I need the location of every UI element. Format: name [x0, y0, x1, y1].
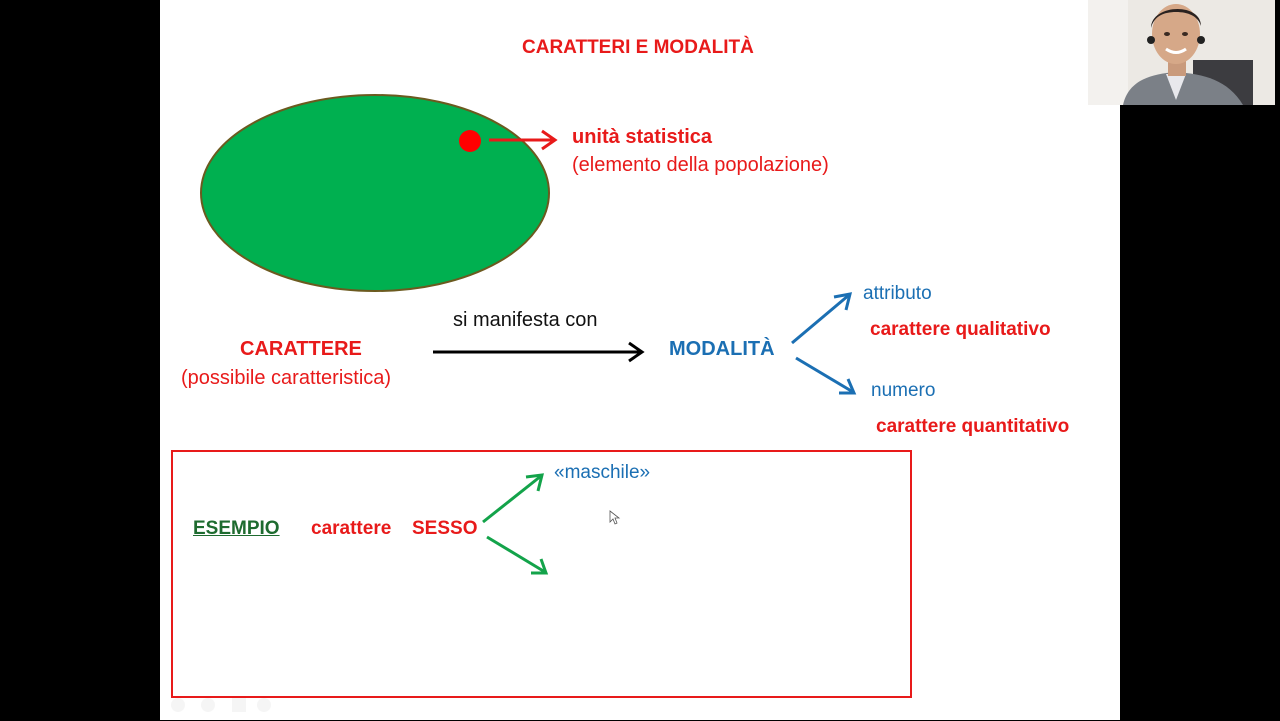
example-maschile: «maschile» — [554, 462, 651, 483]
unit-label-title: unità statistica — [572, 126, 713, 148]
example-sesso: SESSO — [412, 518, 478, 539]
example-label: ESEMPIO — [193, 518, 280, 539]
slide-title: CARATTERI E MODALITÀ — [522, 37, 754, 58]
slideshow-toolbar[interactable] — [168, 694, 278, 716]
diagram-graphics — [200, 94, 857, 575]
carattere-title: CARATTERE — [240, 338, 362, 360]
branch-quantitativo: carattere quantitativo — [876, 416, 1070, 437]
unit-arrow — [489, 129, 558, 151]
arrow-label: si manifesta con — [453, 309, 598, 331]
slide: CARATTERI E MODALITÀ — [160, 0, 1120, 720]
presenter-video-icon — [1088, 0, 1275, 105]
manifest-arrow — [433, 341, 645, 363]
modalita-label: MODALITÀ — [669, 338, 775, 360]
branch-numero: numero — [871, 380, 936, 401]
example-carattere: carattere — [311, 518, 392, 539]
population-ellipse — [200, 94, 550, 292]
mouse-cursor-icon — [609, 510, 621, 525]
branch-attributo: attributo — [863, 283, 932, 304]
branch-arrow-up — [791, 292, 853, 345]
example-arrow-down — [486, 535, 549, 575]
presenter-webcam — [1088, 0, 1275, 105]
example-arrow-up — [482, 473, 544, 524]
carattere-subtitle: (possibile caratteristica) — [181, 367, 392, 389]
example-box — [171, 450, 912, 698]
branch-qualitativo: carattere qualitativo — [870, 319, 1051, 340]
statistical-unit-dot — [459, 130, 481, 152]
unit-label-subtitle: (elemento della popolazione) — [572, 154, 829, 176]
branch-arrow-down — [795, 356, 857, 395]
